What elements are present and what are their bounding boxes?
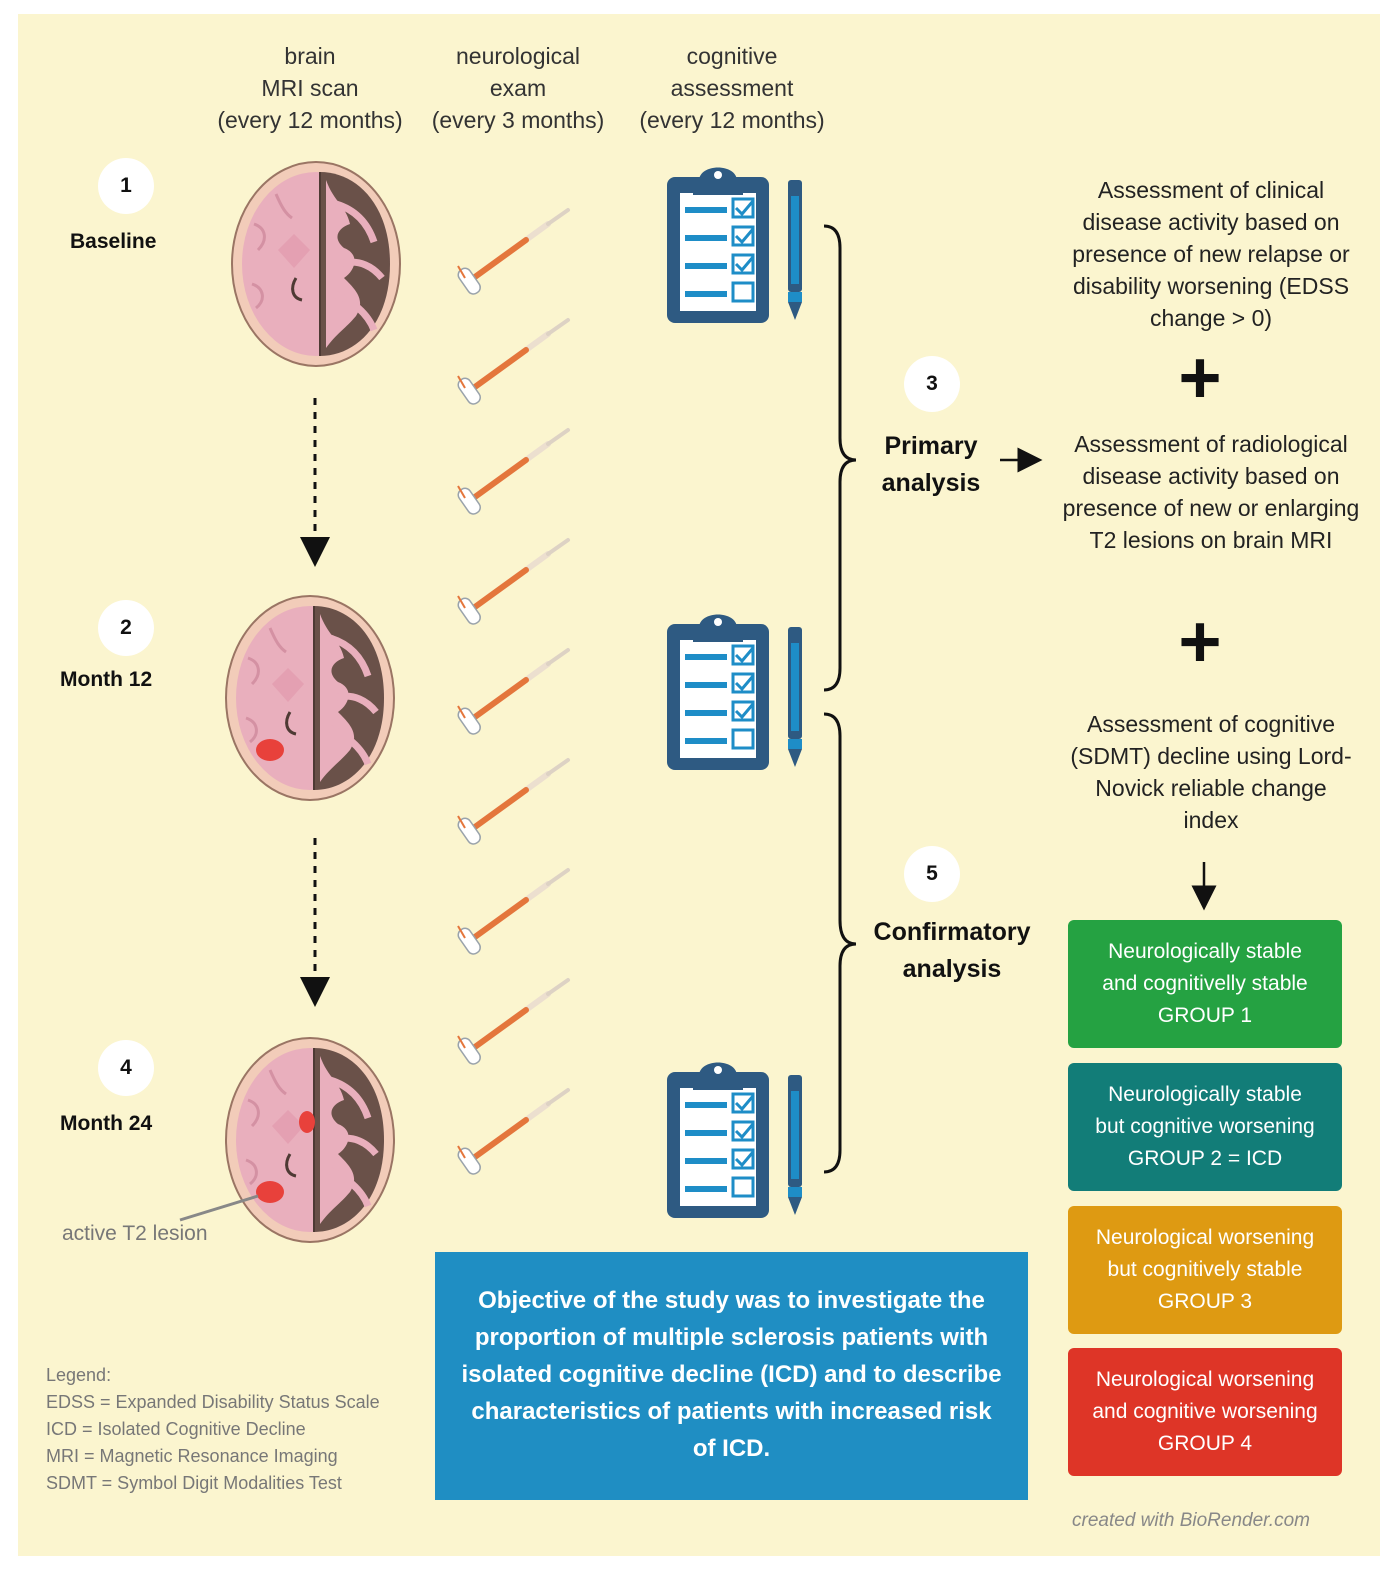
column-header-neuro-exam: neurological exam (every 3 months) bbox=[431, 43, 605, 133]
timepoint-label-month-24: Month 24 bbox=[60, 1112, 153, 1135]
reflex-hammer-icon bbox=[456, 650, 568, 736]
reflex-hammer-icon bbox=[456, 210, 568, 296]
new-t2-lesion-month-24 bbox=[299, 1111, 315, 1133]
clipboard-checklist-month-24-icon bbox=[665, 1061, 771, 1220]
reflex-hammer-icon bbox=[456, 980, 568, 1066]
group-1-line-1: Neurologically stable bbox=[1108, 940, 1302, 963]
pen-baseline-icon bbox=[788, 180, 802, 320]
group-2-line-3: GROUP 2 = ICD bbox=[1127, 1147, 1283, 1170]
primary-analysis-label: Primary analysis bbox=[881, 432, 981, 497]
legend-item: MRI = Magnetic Resonance Imaging bbox=[46, 1446, 338, 1466]
group-4-line-2: and cognitive worsening bbox=[1092, 1400, 1318, 1423]
timepoint-badge-2: 2 bbox=[98, 600, 154, 656]
clinical-activity-assessment: Assessment of clinical disease activity … bbox=[1072, 177, 1350, 331]
group-4-line-3: GROUP 4 bbox=[1157, 1432, 1253, 1455]
confirmatory-analysis-label: Confirmatory analysis bbox=[873, 918, 1031, 983]
reflex-hammer-icon bbox=[456, 760, 568, 846]
column-header-mri: brain MRI scan (every 12 months) bbox=[217, 43, 403, 133]
group-3-line-3: GROUP 3 bbox=[1157, 1290, 1253, 1313]
legend: Legend: EDSS = Expanded Disability Statu… bbox=[46, 1362, 380, 1497]
reflex-hammer-icon bbox=[456, 430, 568, 516]
group-3-line-2: but cognitively stable bbox=[1107, 1258, 1303, 1281]
radiological-activity-assessment: Assessment of radiological disease activ… bbox=[1062, 431, 1360, 553]
group-1-line-2: and cognitivelly stable bbox=[1102, 972, 1308, 995]
brain-mri-month-12-icon bbox=[226, 596, 394, 800]
cognitive-decline-assessment: Assessment of cognitive (SDMT) decline u… bbox=[1070, 711, 1352, 833]
group-2-box: Neurologically stable but cognitive wors… bbox=[1068, 1063, 1342, 1191]
group-1-box: Neurologically stable and cognitivelly s… bbox=[1068, 920, 1342, 1048]
clipboard-checklist-baseline-icon bbox=[665, 166, 771, 325]
timepoint-badge-4: 4 bbox=[98, 1040, 154, 1096]
reflex-hammer-icon bbox=[456, 540, 568, 626]
group-1-line-3: GROUP 1 bbox=[1157, 1004, 1253, 1027]
active-t2-lesion-label: active T2 lesion bbox=[62, 1222, 208, 1245]
reflex-hammer-icon bbox=[456, 1090, 568, 1176]
group-3-box: Neurological worsening but cognitively s… bbox=[1068, 1206, 1342, 1334]
timepoint-label-month-12: Month 12 bbox=[60, 668, 153, 691]
timepoint-badge-1: 1 bbox=[98, 158, 154, 214]
reflex-hammer-icon bbox=[456, 320, 568, 406]
reflex-hammer-icon bbox=[456, 870, 568, 956]
group-4-box: Neurological worsening and cognitive wor… bbox=[1068, 1348, 1342, 1476]
study-objective-box: Objective of the study was to investigat… bbox=[435, 1252, 1028, 1500]
biorender-credit: created with BioRender.com bbox=[1072, 1510, 1310, 1531]
plus-sign: + bbox=[1178, 600, 1222, 683]
lesion-pointer-line bbox=[179, 1194, 259, 1222]
confirmatory-analysis-brace bbox=[823, 712, 857, 1174]
clipboard-checklist-month-12-icon bbox=[665, 613, 771, 772]
legend-item: ICD = Isolated Cognitive Decline bbox=[46, 1419, 306, 1439]
timepoint-label-baseline: Baseline bbox=[70, 230, 157, 253]
pen-month-24-icon bbox=[788, 1075, 802, 1215]
group-4-line-1: Neurological worsening bbox=[1095, 1368, 1315, 1391]
group-3-line-1: Neurological worsening bbox=[1095, 1226, 1315, 1249]
pen-month-12-icon bbox=[788, 627, 802, 767]
group-2-line-2: but cognitive worsening bbox=[1095, 1115, 1315, 1138]
t2-lesion-month-24 bbox=[256, 1181, 284, 1203]
analysis-badge-5: 5 bbox=[904, 846, 960, 902]
plus-sign: + bbox=[1178, 336, 1222, 419]
brain-mri-month-24-icon bbox=[226, 1038, 394, 1242]
group-2-line-1: Neurologically stable bbox=[1108, 1083, 1302, 1106]
column-header-cognitive: cognitive assessment (every 12 months) bbox=[639, 43, 825, 133]
brain-mri-baseline-icon bbox=[232, 162, 400, 366]
t2-lesion-month-12 bbox=[256, 739, 284, 761]
legend-item: SDMT = Symbol Digit Modalities Test bbox=[46, 1473, 342, 1493]
legend-item: EDSS = Expanded Disability Status Scale bbox=[46, 1392, 380, 1412]
primary-analysis-brace bbox=[823, 224, 857, 692]
legend-title: Legend: bbox=[46, 1365, 112, 1385]
analysis-badge-3: 3 bbox=[904, 356, 960, 412]
